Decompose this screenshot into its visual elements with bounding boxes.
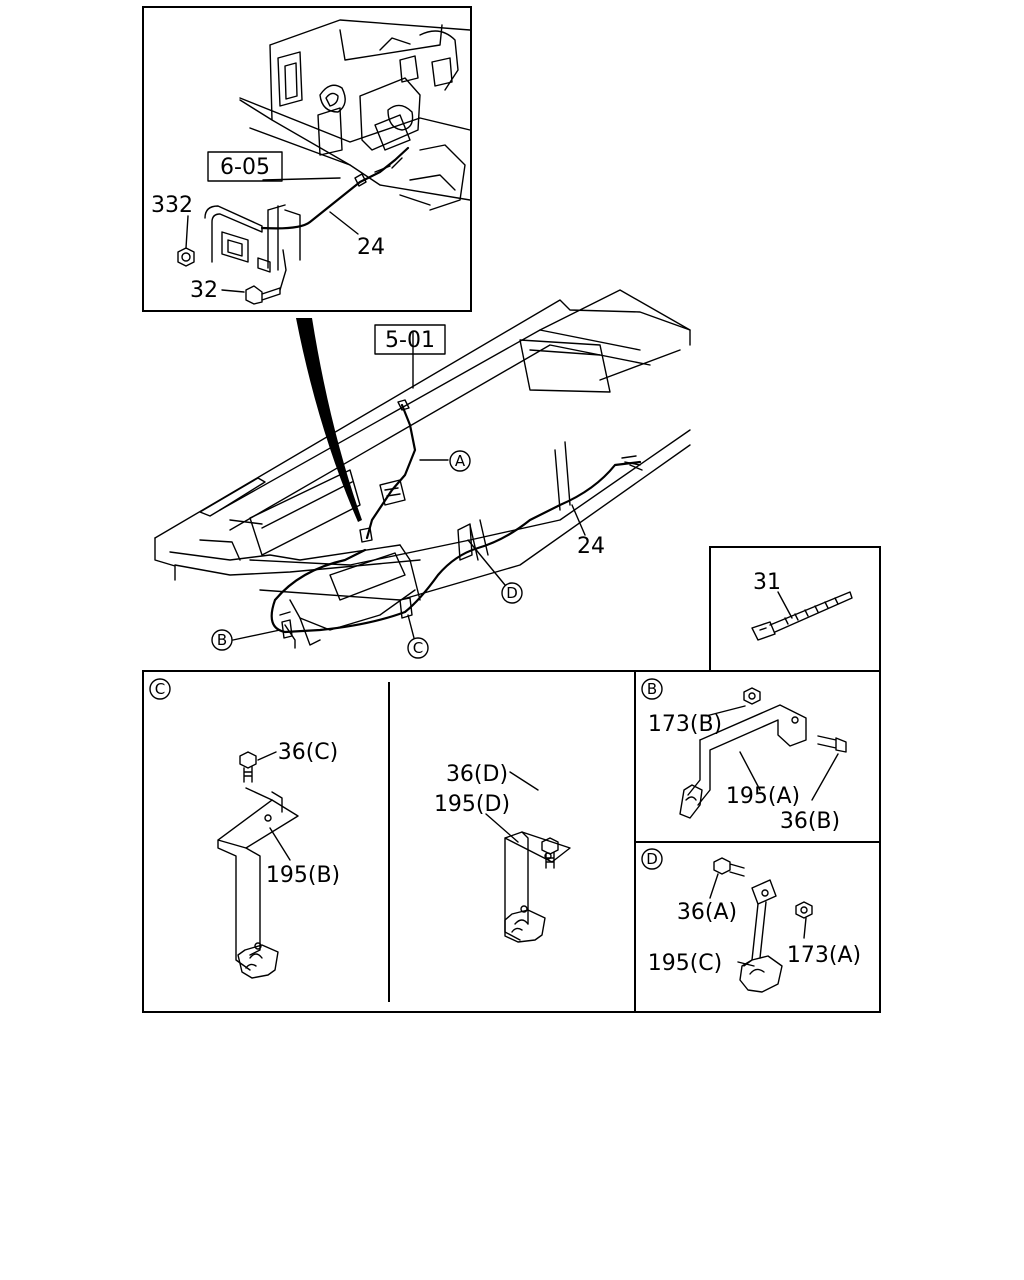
section-c-circle: [149, 678, 171, 700]
part-label-195c: 195(C): [648, 951, 723, 976]
ref-label-6-05: 6-05: [220, 155, 270, 180]
clip-31-box: 31: [709, 546, 881, 670]
part-label-31: 31: [753, 570, 781, 595]
part-label-36a: 36(A): [677, 900, 737, 925]
part-label-173a: 173(A): [787, 943, 861, 968]
ref-label-5-01: 5-01: [385, 328, 435, 353]
part-label-32: 32: [190, 278, 218, 303]
callout-c-circle: [407, 637, 429, 659]
callout-wedge-arrow: [296, 318, 362, 522]
callout-d-circle: [501, 582, 523, 604]
part-label-36d: 36(D): [446, 762, 508, 787]
part-label-195a: 195(A): [726, 784, 800, 809]
part-label-195d: 195(D): [434, 792, 510, 817]
ref-box-5-01: [374, 324, 446, 355]
part-label-24-inset: 24: [357, 235, 385, 260]
callout-b-label: B: [217, 631, 227, 649]
callout-d-label: D: [506, 584, 518, 602]
section-b-label: B: [647, 680, 657, 698]
section-d-label: D: [646, 850, 658, 868]
callout-a-label: A: [455, 452, 466, 470]
callout-a-circle: [449, 450, 471, 472]
section-d-circle: [641, 848, 663, 870]
section-b-circle: [641, 678, 663, 700]
callout-c-label: C: [413, 639, 423, 657]
engine-inset-frame: [142, 6, 472, 312]
callout-b-circle: [211, 629, 233, 651]
part-label-173b: 173(B): [648, 712, 722, 737]
engine-inset: 6-05 332 24 32: [142, 6, 472, 312]
part-label-36b: 36(B): [780, 809, 840, 834]
part-label-332: 332: [151, 193, 193, 218]
part-label-24: 24: [577, 534, 605, 559]
part-label-195b: 195(B): [266, 863, 340, 888]
detail-panels: C 36(C) 195(B) 36(D) 195(D) B: [142, 670, 881, 1013]
section-c-label: C: [155, 680, 165, 698]
ref-box-6-05: [207, 151, 283, 182]
chassis-frame: 5-01 24 A D C B: [154, 289, 691, 659]
part-label-36c: 36(C): [278, 740, 339, 765]
